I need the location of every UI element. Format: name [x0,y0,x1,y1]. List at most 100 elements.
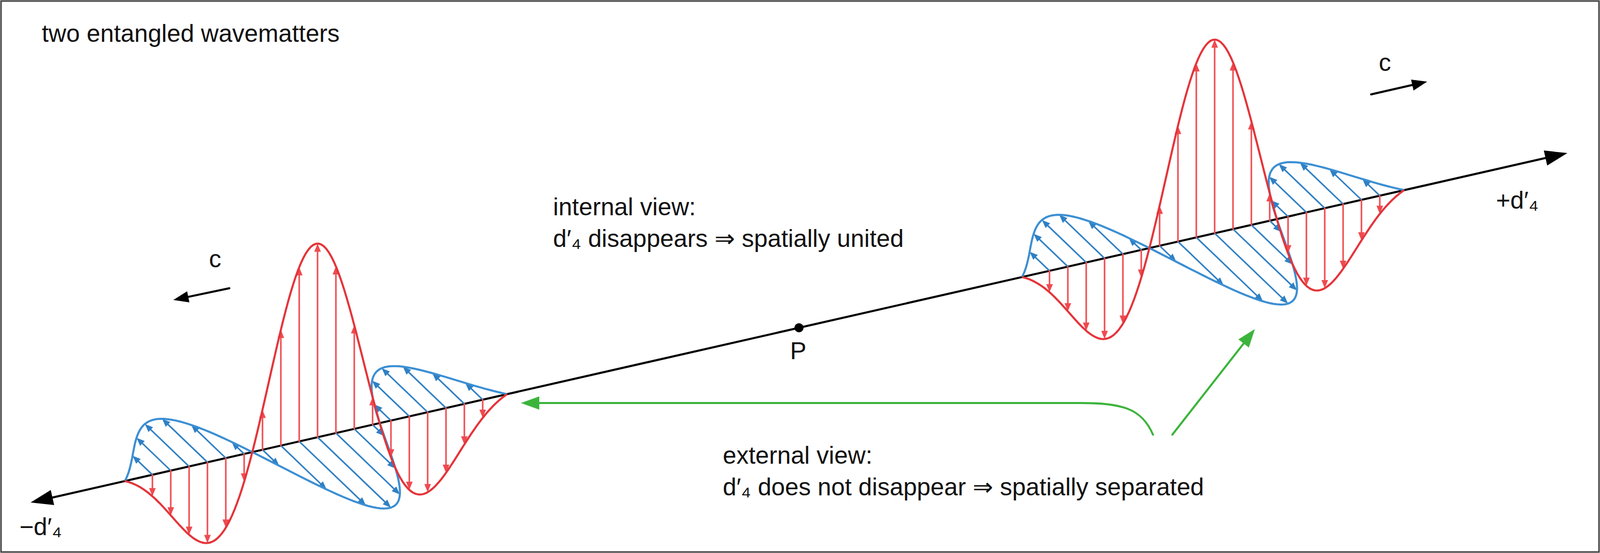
blue-field-arrow [149,428,190,466]
red-field-arrow [225,457,227,521]
blue-field-arrow-head [136,437,145,446]
pointer-arrow-head [1238,328,1255,348]
red-field-arrow [427,411,429,486]
blue-field-arrow [386,372,428,412]
blue-field-arrow-head [382,499,391,508]
red-field-arrow [1360,199,1363,234]
blue-field-arrow [137,459,153,475]
blue-field-arrow-head [381,368,390,377]
pointer-arrow [1172,340,1246,435]
red-field-arrow [1067,266,1069,305]
view-note: d′₄ does not disappear ⇒ spatially separ… [722,472,1204,501]
red-field-arrow [1269,199,1271,221]
red-field-arrow [372,403,374,425]
red-field-arrow [298,273,301,442]
red-field-arrow [261,415,264,450]
blue-field-arrow [469,387,483,400]
red-field-arrow [280,335,282,445]
red-field-arrow [206,461,209,536]
red-field-arrow [482,399,484,411]
red-field-arrow [1305,212,1308,279]
pointer-arrow [536,402,1153,435]
blue-field-arrow [1214,232,1284,299]
view-note: d′₄ disappears ⇒ spatially united [553,224,904,253]
velocity-arrow-head [1410,79,1428,91]
red-field-arrow [151,474,154,490]
blue-field-arrow [1275,204,1289,217]
blue-field-arrow-head [144,423,153,432]
axis-arrowhead [30,489,55,505]
blue-field-arrow [1092,225,1123,254]
blue-field-arrow-head [391,485,400,494]
red-field-arrow [1379,195,1381,208]
red-field-arrow [1177,132,1179,242]
red-field-arrow [353,331,356,429]
red-field-arrow [335,272,337,433]
blue-field-arrow-head [1033,233,1042,242]
velocity-arrow [185,287,230,298]
blue-field-arrow [1367,183,1380,196]
red-field-arrow [408,415,411,483]
red-field-arrow [1195,69,1198,238]
red-field-arrow [1104,257,1106,332]
red-field-arrow [463,403,466,438]
red-field-arrow [1287,216,1290,247]
red-field-arrow [317,249,319,437]
blue-wave-outline [124,365,508,509]
blue-field-arrow [407,371,447,408]
red-field-arrow [1140,249,1143,272]
red-field-arrow [1250,127,1253,225]
blue-wave-outline [1021,162,1405,305]
point-dot [794,323,804,333]
red-field-arrow [1122,253,1124,318]
blue-field-arrow [1177,241,1219,281]
axis-label: +d′₄ [1496,186,1539,215]
axis-arrowhead [1543,150,1568,166]
red-wave-outline [1021,39,1405,339]
red-field-arrow [1048,270,1051,286]
velocity-label: c [1378,48,1392,77]
red-field-arrow [1342,203,1345,262]
blue-field-arrow [1038,238,1068,267]
red-field-arrow [445,407,448,466]
velocity-arrow [1371,84,1416,95]
red-field-arrow [243,453,246,476]
axis-line [47,156,1551,499]
blue-field-arrow [317,436,387,503]
red-field-arrow [1085,261,1088,324]
blue-field-arrow-head [1278,164,1288,173]
title-text: two entangled wavematters [41,19,340,48]
blue-field-arrow [1283,168,1325,208]
blue-field-arrow [378,408,391,421]
blue-field-arrow [1046,224,1087,262]
blue-field-arrow [195,429,226,458]
velocity-arrow-head [173,291,190,303]
blue-field-arrow [280,444,322,485]
blue-field-arrow [141,441,171,470]
red-field-arrow [1324,207,1326,282]
blue-field-arrow [1034,255,1050,271]
red-field-arrow [188,465,191,528]
blue-field-arrow [1304,167,1344,204]
blue-field-arrow-head [1279,295,1289,304]
point-label: P [790,336,807,365]
axis-label: −d′₄ [19,512,62,541]
blue-field-arrow-head [1288,282,1297,291]
blue-field-arrow-head [1269,176,1278,185]
blue-field-arrow [1251,224,1289,260]
view-heading: internal view: [553,192,696,221]
velocity-label: c [208,244,222,273]
blue-field-arrow-head [1029,251,1038,260]
red-field-arrow [170,470,172,509]
blue-field-arrow-head [1041,219,1051,228]
red-field-arrow [390,420,392,451]
red-field-arrow [1159,212,1161,246]
red-wave-outline [124,243,508,543]
view-heading: external view: [722,440,873,469]
blue-field-arrow-head [132,455,141,464]
red-field-arrow [1232,68,1235,229]
red-field-arrow [1214,45,1216,233]
blue-field-arrow-head [372,380,381,389]
